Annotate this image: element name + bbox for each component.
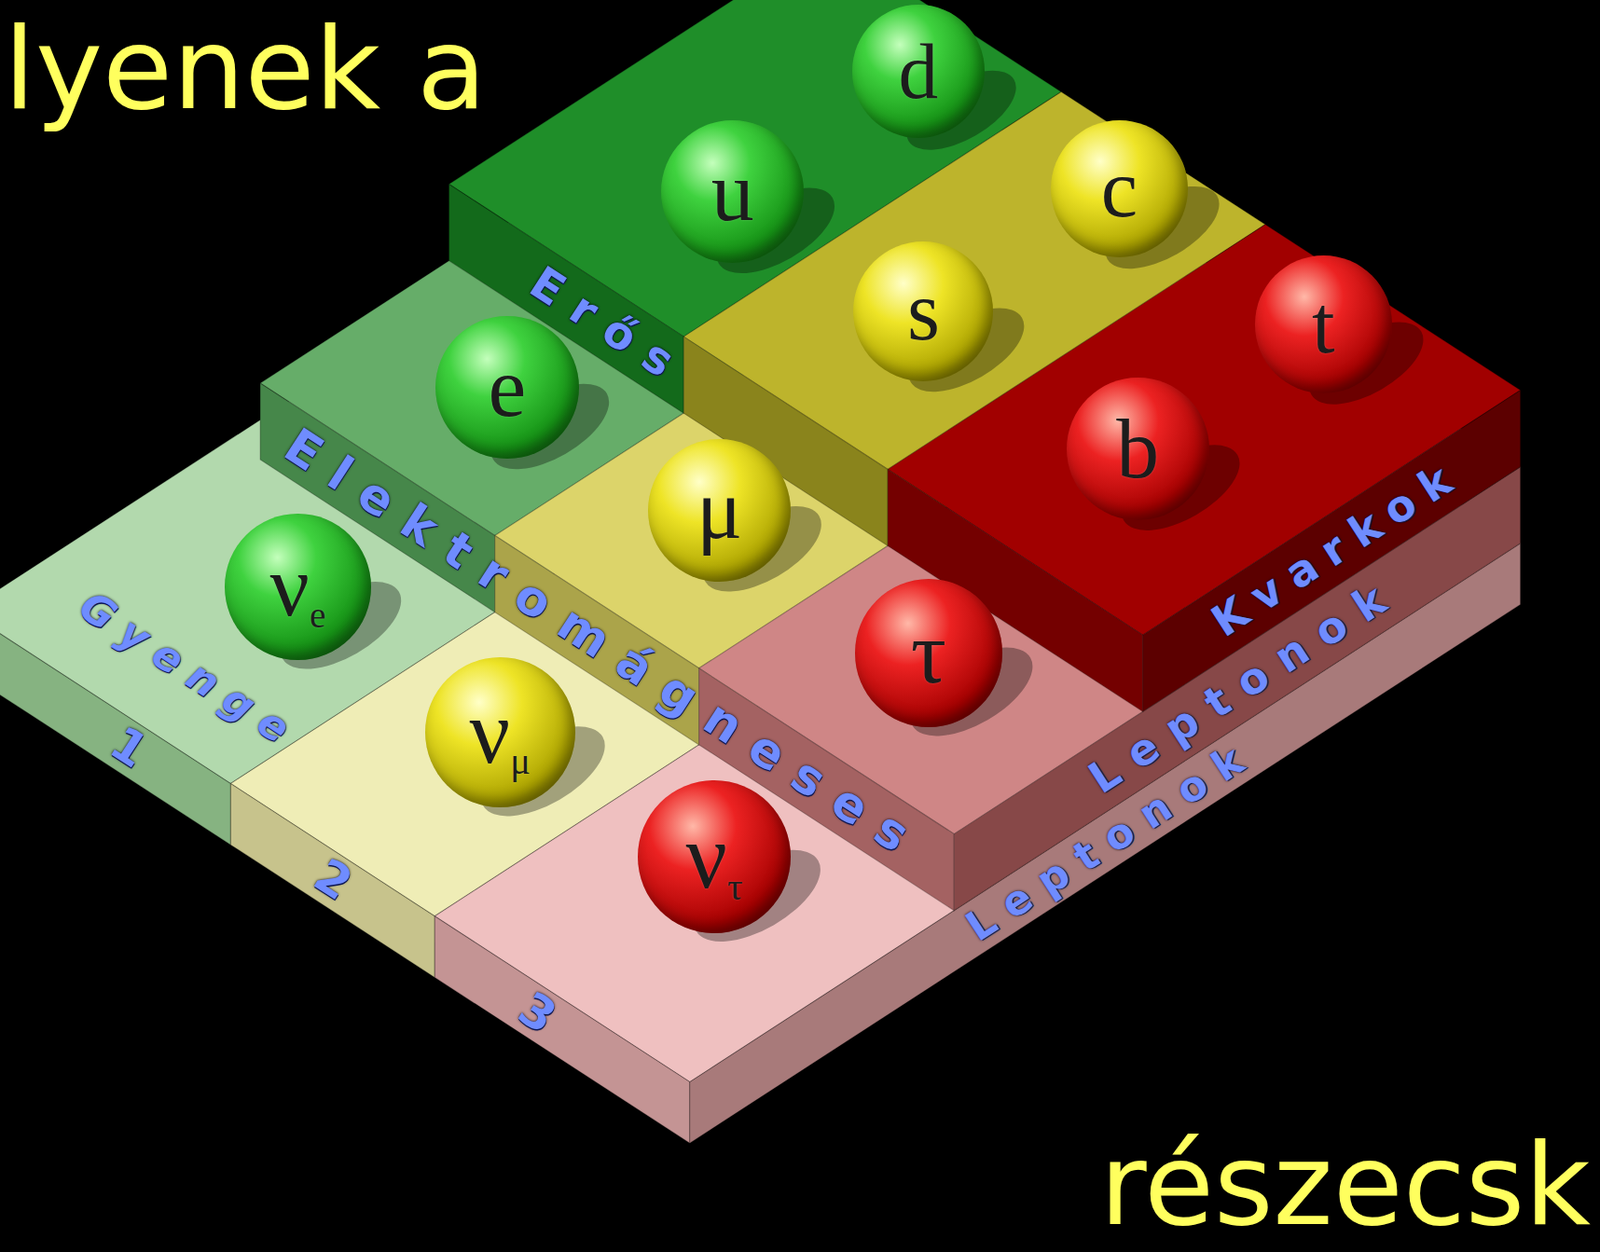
particle-ball: u [661, 120, 804, 263]
particle-symbol: νμ [469, 688, 531, 779]
subscript: τ [727, 865, 744, 909]
subscript: μ [510, 740, 531, 783]
slide-caption: részecsk [1100, 1119, 1591, 1251]
particle-symbol: νe [270, 542, 327, 631]
particle-ball: b [1066, 377, 1210, 521]
particle-ball: c [1050, 120, 1189, 259]
particle-ball: νμ [425, 657, 576, 808]
particle-ball: t [1255, 255, 1394, 394]
particle-symbol: t [1311, 283, 1336, 367]
particle-symbol: c [1101, 147, 1138, 231]
particle-ball: μ [648, 439, 791, 582]
particle-symbol: ντ [685, 811, 743, 904]
particle-symbol: μ [696, 467, 743, 553]
slide-title: lyenek a [3, 3, 487, 135]
weak-layer-front [434, 916, 690, 1145]
particle-ball: s [853, 241, 994, 382]
particle-symbol: u [711, 149, 755, 235]
particle-symbol: e [488, 344, 527, 431]
subscript: e [309, 594, 327, 636]
particle-symbol: s [907, 269, 940, 354]
particle-ball: d [852, 4, 985, 138]
particle-symbol: τ [910, 608, 947, 698]
platform-group [0, 0, 1521, 1144]
particle-ball: e [435, 316, 579, 459]
particle-symbol: d [898, 31, 939, 111]
particle-ball: ντ [637, 780, 791, 934]
particle-symbol: b [1116, 406, 1159, 493]
particle-ball: νe [224, 513, 371, 660]
weak-layer-front [230, 783, 435, 978]
particle-ball: τ [855, 579, 1004, 728]
